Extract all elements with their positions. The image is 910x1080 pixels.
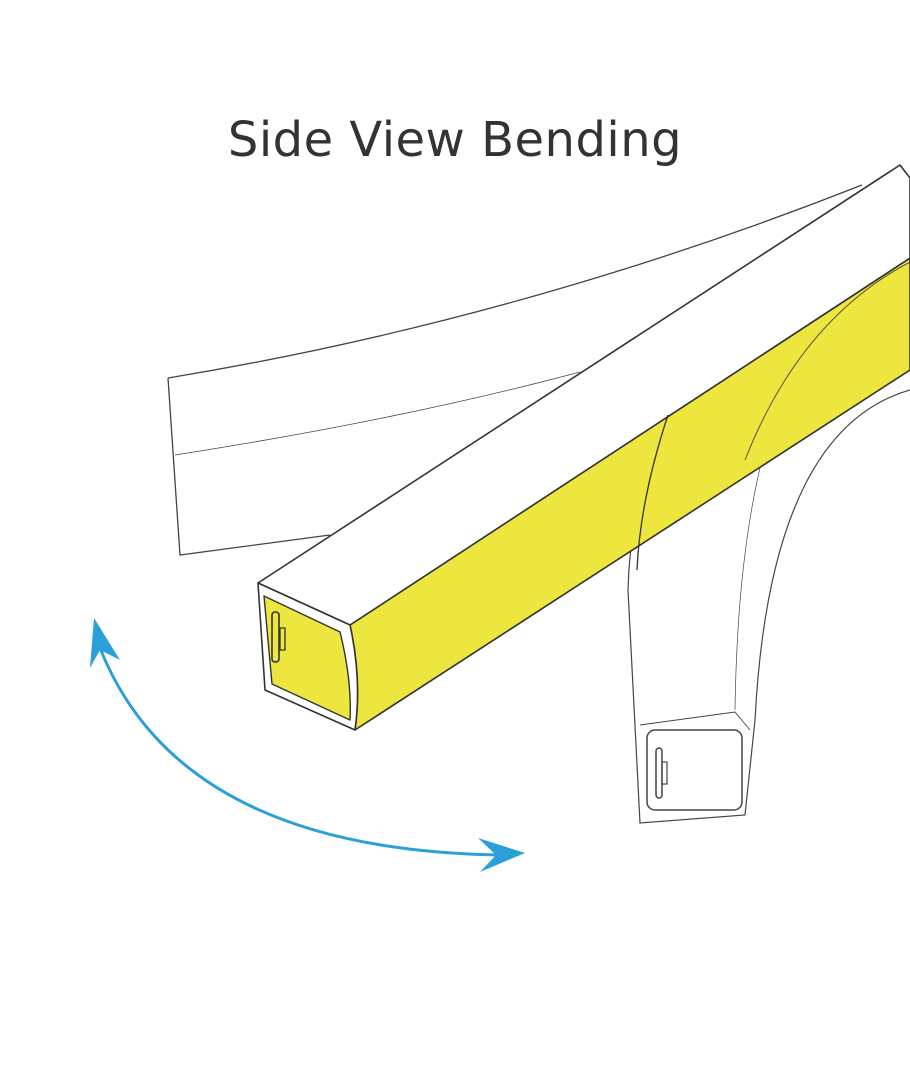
bend-direction-arrow-icon [90,618,525,872]
ghost-strip-bent-up [167,184,863,556]
diagram-title: Side View Bending [227,112,683,168]
led-neon-strip [257,164,910,731]
ghost-strip-bent-down [627,289,910,824]
